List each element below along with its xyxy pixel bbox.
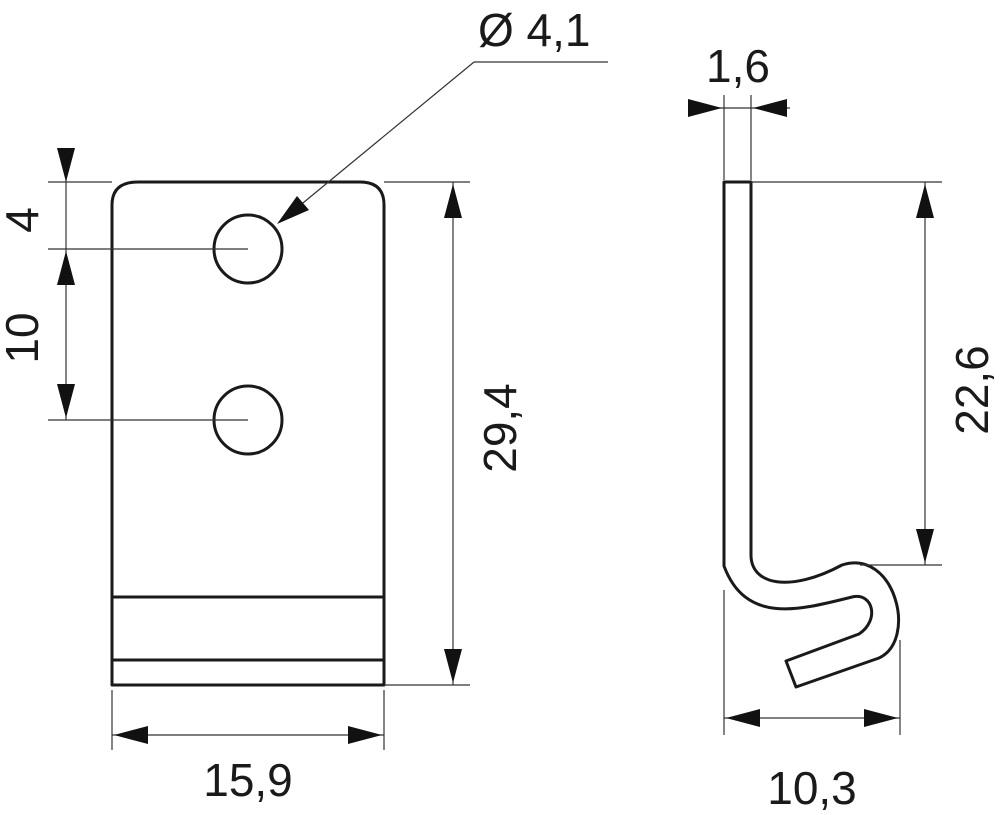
dim-4-label: 4	[0, 207, 48, 233]
dim-width-label: 15,9	[203, 754, 293, 806]
dim-22-6-arrow-top	[916, 184, 934, 218]
diameter-leader-arrow	[277, 196, 309, 224]
dim-thickness-label: 1,6	[706, 40, 770, 92]
dim-depth-label: 10,3	[767, 762, 857, 814]
dim-hole-diameter-label: Ø 4,1	[478, 4, 591, 56]
bracket-front-outline	[110, 180, 386, 687]
dim-1-6-arrow-left	[688, 99, 722, 117]
dim-10-arrow-bottom	[57, 384, 75, 418]
side-view: 1,6 22,6 10,3	[688, 40, 998, 814]
dim-10-arrow-top	[57, 251, 75, 285]
dim-10-3-arrow-left	[726, 709, 760, 727]
diameter-leader-line	[291, 61, 475, 213]
dim-4-arrow-top	[57, 148, 75, 182]
dim-29-4-arrow-bottom	[444, 649, 462, 683]
dim-15-9-arrow-left	[114, 726, 148, 744]
bracket-side-profile	[722, 180, 901, 689]
dim-29-4-arrow-top	[444, 184, 462, 218]
dim-1-6-arrow-right	[753, 99, 787, 117]
front-view: Ø 4,1 4 10 29,4 15,9	[0, 4, 608, 806]
dim-total-height-label: 29,4	[474, 383, 526, 473]
dim-10-label: 10	[0, 312, 48, 363]
dim-15-9-arrow-right	[348, 726, 382, 744]
dim-straight-height-label: 22,6	[946, 345, 998, 435]
dim-22-6-arrow-bottom	[916, 529, 934, 563]
dim-10-3-arrow-right	[864, 709, 898, 727]
